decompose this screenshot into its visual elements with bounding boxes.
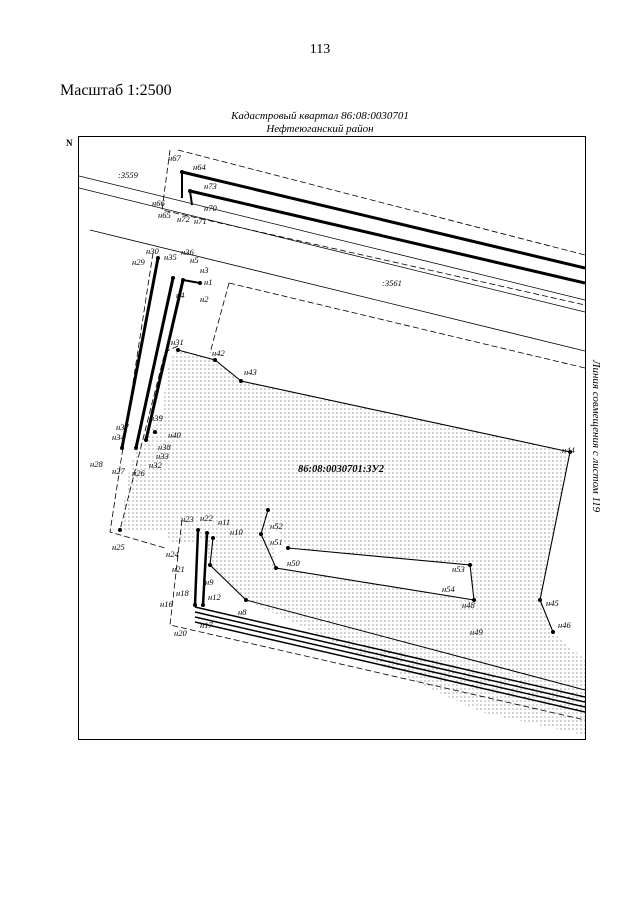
point-label: н29 (132, 257, 145, 267)
point-label: н4 (176, 290, 185, 300)
map-title: Кадастровый квартал 86:08:0030701 Нефтею… (0, 110, 640, 136)
point-label: н23 (181, 514, 194, 524)
neighbor-label-3559: :3559 (118, 170, 139, 180)
point-label: н27 (112, 466, 125, 476)
point-label: н35 (164, 252, 177, 262)
point-label: н65 (158, 210, 171, 220)
point-label: н53 (452, 564, 465, 574)
neighbor-label-3561: :3561 (382, 278, 402, 288)
point-label: н34 (112, 432, 125, 442)
point-label: н45 (546, 598, 559, 608)
point-label: н54 (442, 584, 455, 594)
sheet-join-note: Линия совмещения с листом 119 (590, 360, 602, 513)
north-arrow: N (66, 138, 73, 148)
point-label: н70 (204, 203, 217, 213)
map-title-quarter: Кадастровый квартал 86:08:0030701 (231, 110, 409, 122)
point-label: н72 (177, 214, 190, 224)
point-label: н32 (149, 460, 162, 470)
parcel-label: 86:08:0030701:ЗУ2 (298, 464, 385, 475)
point-label: н25 (112, 542, 125, 552)
point-label: н26 (132, 468, 145, 478)
scale-label: Масштаб 1:2500 (60, 82, 172, 99)
point-label: н42 (212, 348, 225, 358)
page-number: 113 (309, 42, 331, 57)
point-label: н51 (270, 537, 283, 547)
point-label: н18 (176, 588, 189, 598)
point-label: н12 (208, 592, 221, 602)
point-label: н9 (205, 577, 214, 587)
point-label: н3 (200, 265, 208, 275)
point-label: н71 (194, 216, 207, 226)
point-label: н43 (244, 367, 257, 377)
point-label: н38 (158, 442, 171, 452)
point-label: н73 (204, 181, 217, 191)
point-label: н37 (116, 422, 129, 432)
point-label: н5 (190, 255, 198, 265)
point-label: н28 (90, 459, 103, 469)
point-label: н30 (146, 246, 159, 256)
point-label: н31 (171, 337, 184, 347)
point-label: н50 (287, 558, 300, 568)
point-label: н33 (156, 451, 169, 461)
point-label: н46 (558, 620, 571, 630)
point-label: н64 (193, 162, 206, 172)
point-label: н48 (462, 600, 475, 610)
point-label: н36 (181, 247, 194, 257)
point-label: н8 (238, 607, 247, 617)
point-label: н40 (168, 430, 181, 440)
point-label: н24 (166, 549, 179, 559)
point-label: н17 (200, 620, 213, 630)
map-title-district: Нефтеюганский район (266, 123, 374, 135)
point-label: н2 (200, 294, 209, 304)
point-label: н67 (168, 153, 181, 163)
point-label: н20 (174, 628, 187, 638)
north-label: N (66, 138, 73, 148)
point-label: н10 (230, 527, 243, 537)
point-label: н52 (270, 521, 283, 531)
point-label: н44 (562, 445, 575, 455)
point-label: н1 (204, 277, 212, 287)
point-label: н22 (200, 513, 213, 523)
point-label: н66 (152, 198, 165, 208)
point-label: н16 (160, 599, 173, 609)
map-frame (78, 136, 586, 740)
point-label: н21 (172, 564, 185, 574)
point-label: н39 (150, 413, 163, 423)
point-label: н49 (470, 627, 483, 637)
point-label: н11 (218, 517, 230, 527)
